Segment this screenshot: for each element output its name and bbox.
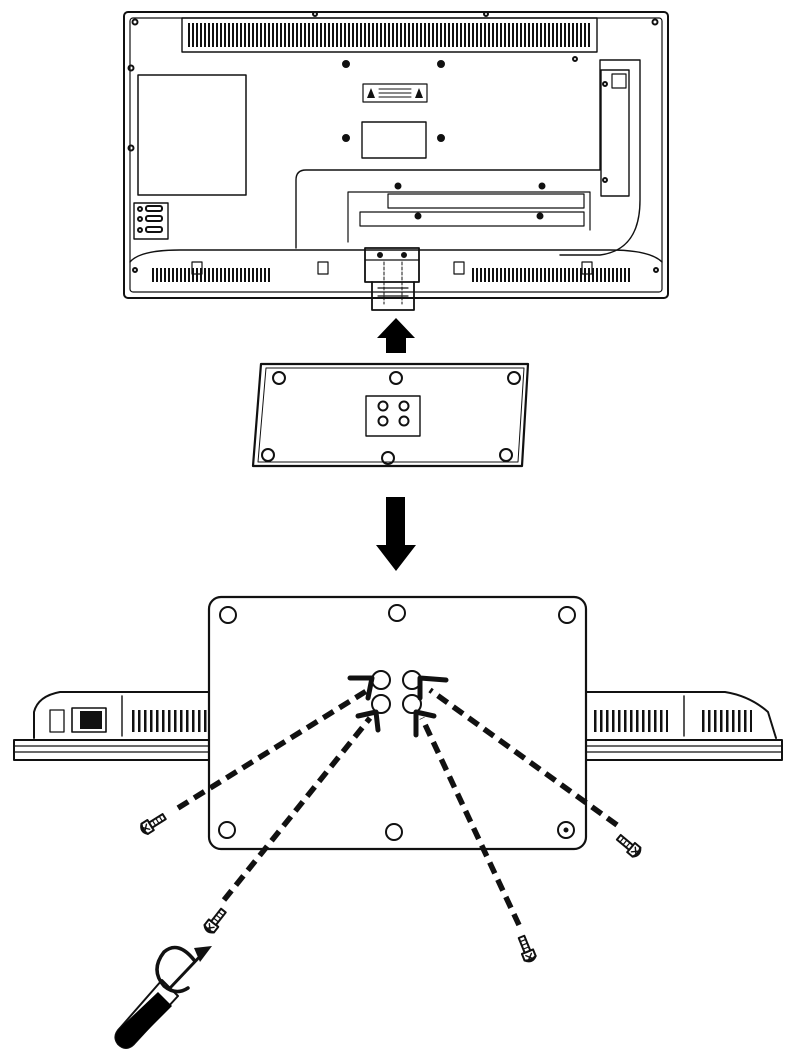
up-arrow [377,318,415,353]
screw-icon [137,810,169,837]
stand-neck [364,247,420,311]
tv-back-panel [123,11,669,299]
screw-paths [176,687,619,927]
base-plate-bottom [207,595,588,851]
screw-icon [514,933,538,965]
down-arrow [376,497,416,571]
screwdriver-icon [114,948,208,1049]
rotation-arrow-icon [155,945,212,994]
tv-bottom-view [13,691,783,761]
screw-icon [613,831,644,860]
screw-arrowheads [347,675,449,738]
stand-base-plate [251,362,530,468]
screw-icon [201,905,230,936]
